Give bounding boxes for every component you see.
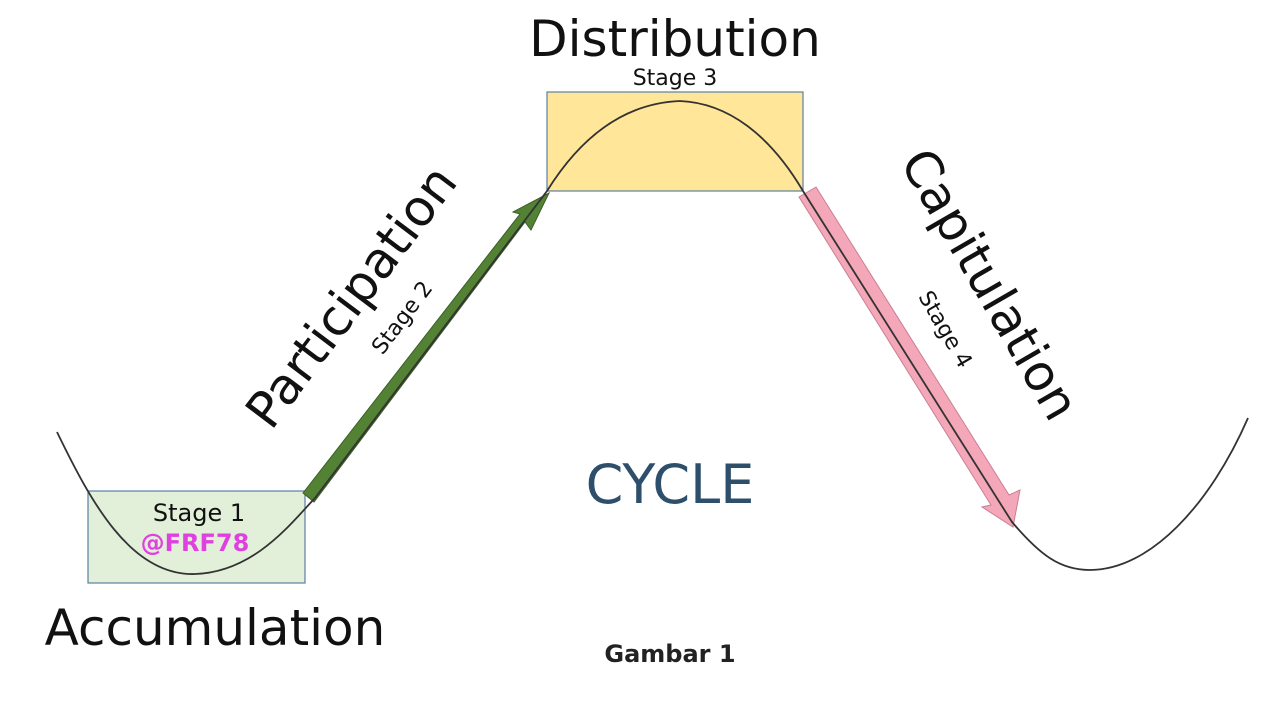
watermark-handle: @FRF78 [141, 529, 250, 557]
distribution-label: Distribution [529, 10, 821, 68]
figure-caption: Gambar 1 [604, 640, 735, 668]
cycle-curve [56, 100, 1249, 575]
cycle-label: CYCLE [586, 453, 755, 516]
stage-1-label: Stage 1 [153, 499, 245, 527]
stage-3-label: Stage 3 [633, 66, 718, 91]
distribution-box [546, 91, 804, 192]
accumulation-label: Accumulation [45, 599, 386, 657]
accumulation-box [87, 490, 306, 584]
